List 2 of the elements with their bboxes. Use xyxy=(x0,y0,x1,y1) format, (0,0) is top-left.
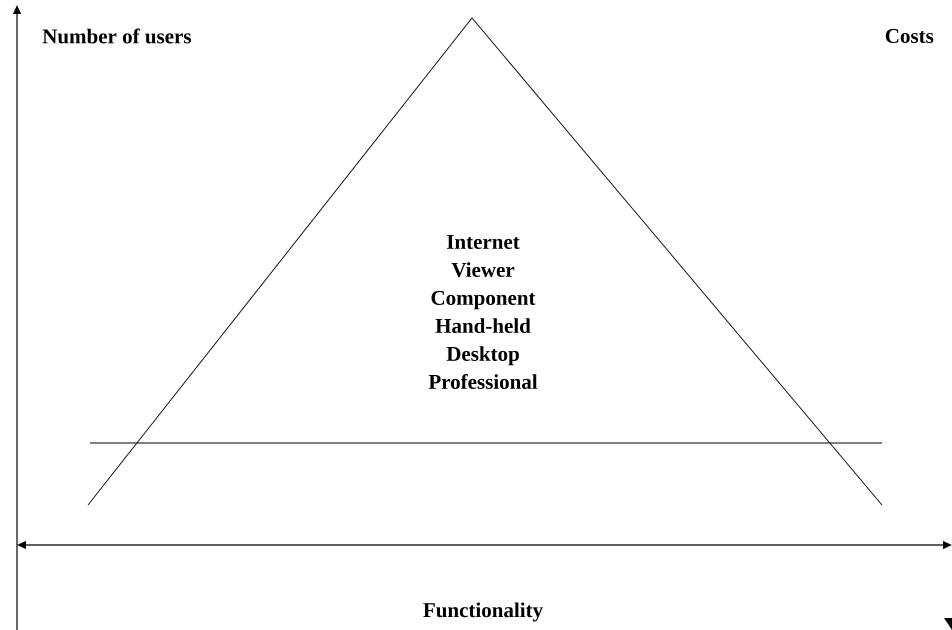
axis-label: Functionality xyxy=(423,602,543,622)
axis-label: Number of users xyxy=(42,28,191,44)
